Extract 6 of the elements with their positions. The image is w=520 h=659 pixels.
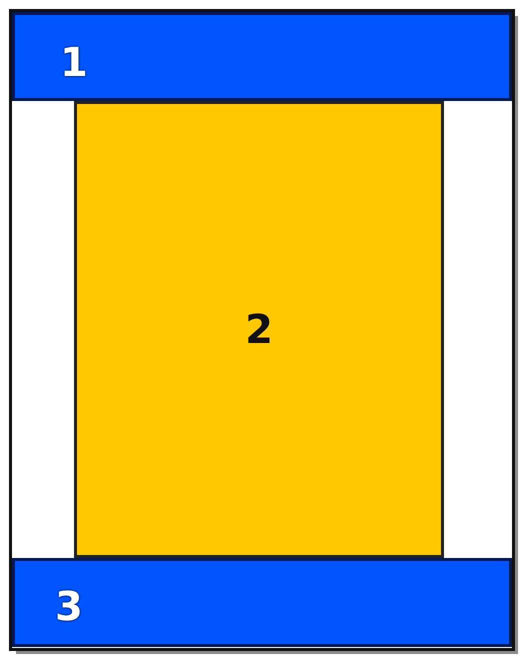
section-number: 2 — [245, 306, 273, 352]
content-area — [74, 101, 444, 558]
section-number: 1 — [60, 40, 88, 86]
section-number: 3 — [55, 584, 83, 630]
band — [12, 558, 512, 647]
band — [12, 12, 512, 101]
